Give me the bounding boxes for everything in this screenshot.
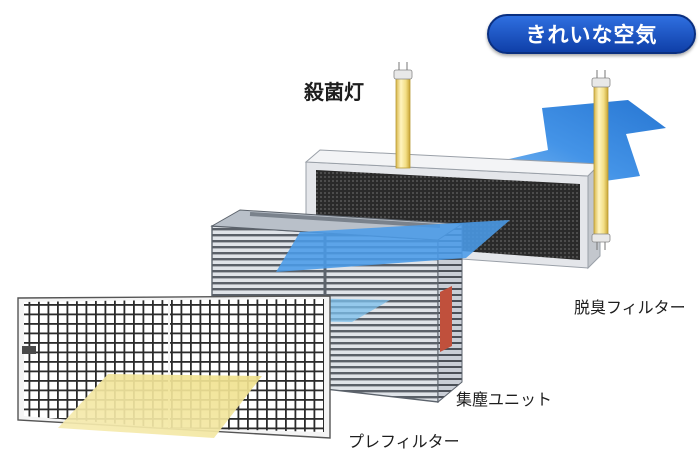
airflow-sheet — [276, 220, 510, 272]
clean-air-badge: きれいな空気 — [487, 14, 696, 54]
light-beam — [58, 374, 262, 438]
sterilizing-lamp-right — [591, 70, 611, 250]
clean-air-label: きれいな空気 — [525, 23, 658, 47]
sterilizing-lamp-left — [393, 62, 413, 169]
deodorizing-filter-label: 脱臭フィルター — [574, 298, 686, 317]
sterilizing-lamp-label: 殺菌灯 — [304, 80, 364, 104]
pre-filter-label: プレフィルター — [348, 432, 460, 451]
dust-collector-label: 集塵ユニット — [456, 390, 553, 409]
